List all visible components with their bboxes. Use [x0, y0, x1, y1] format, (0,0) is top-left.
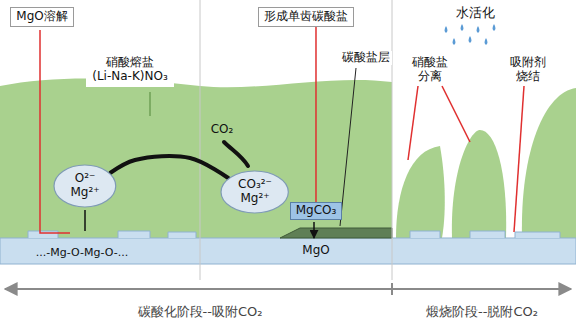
- callout-box: 形成单齿碳酸盐: [258, 7, 354, 27]
- node-text: CO₃²⁻: [238, 178, 272, 192]
- gas-label: CO₂: [209, 123, 236, 137]
- stage-divider: [392, 0, 393, 280]
- leader-line: [149, 92, 151, 116]
- bond-arrow: [84, 210, 86, 231]
- water-drops: [445, 24, 496, 45]
- node-text: 形成单齿碳酸盐: [264, 10, 348, 24]
- carbonate-layer: [280, 228, 392, 238]
- stage-label: 碳酸化阶段--吸附CO₂: [136, 305, 265, 320]
- lattice-label: ...-Mg-O-Mg-O-...: [34, 247, 130, 260]
- nitrate-droplet: [396, 146, 445, 238]
- leader-line: [442, 86, 470, 142]
- node-text: Mg²⁺: [70, 186, 99, 200]
- layer-label: 碳酸盐层: [340, 51, 392, 65]
- node-text: Mg²⁺: [240, 192, 269, 206]
- node-text: MgCO₃: [296, 204, 337, 218]
- callout-box: MgO溶解: [10, 7, 73, 27]
- node-text: (Li-Na-K)NO₃: [92, 70, 167, 84]
- mgco3-box: MgCO₃: [290, 202, 343, 220]
- decompose-arrow: [313, 222, 315, 238]
- connector: [110, 156, 228, 178]
- leader-line: [408, 86, 418, 160]
- mgo-substrate: [0, 238, 576, 264]
- node-text: MgO溶解: [16, 10, 67, 24]
- leader-line: [514, 86, 524, 232]
- melt-label-box: 硝酸熔盐(Li-Na-K)NO₃: [86, 53, 173, 87]
- stage-divider: [200, 0, 201, 280]
- stage-label: 煅烧阶段--脱附CO₂: [424, 305, 540, 320]
- leader-line: [340, 68, 356, 226]
- substrate-label: MgO: [300, 244, 331, 258]
- nitrate-melt: [0, 78, 392, 240]
- nitrate-droplet: [452, 130, 506, 238]
- nitrate-droplet: [522, 88, 576, 238]
- stage-axis: [5, 288, 571, 290]
- axis-tick: [391, 283, 393, 295]
- process-label: 水活化: [454, 6, 497, 21]
- dissolved-ion-circle: O²⁻Mg²⁺: [53, 164, 117, 208]
- carbonate-ion-circle: CO₃²⁻Mg²⁺: [220, 170, 289, 214]
- node-text: 硝酸熔盐: [92, 56, 167, 70]
- process-label: 硝酸盐 分离: [408, 56, 453, 84]
- node-text: O²⁻: [75, 172, 96, 186]
- co2-stream: [224, 142, 248, 166]
- connector: [315, 27, 317, 202]
- process-label: 吸附剂 烧结: [506, 56, 551, 84]
